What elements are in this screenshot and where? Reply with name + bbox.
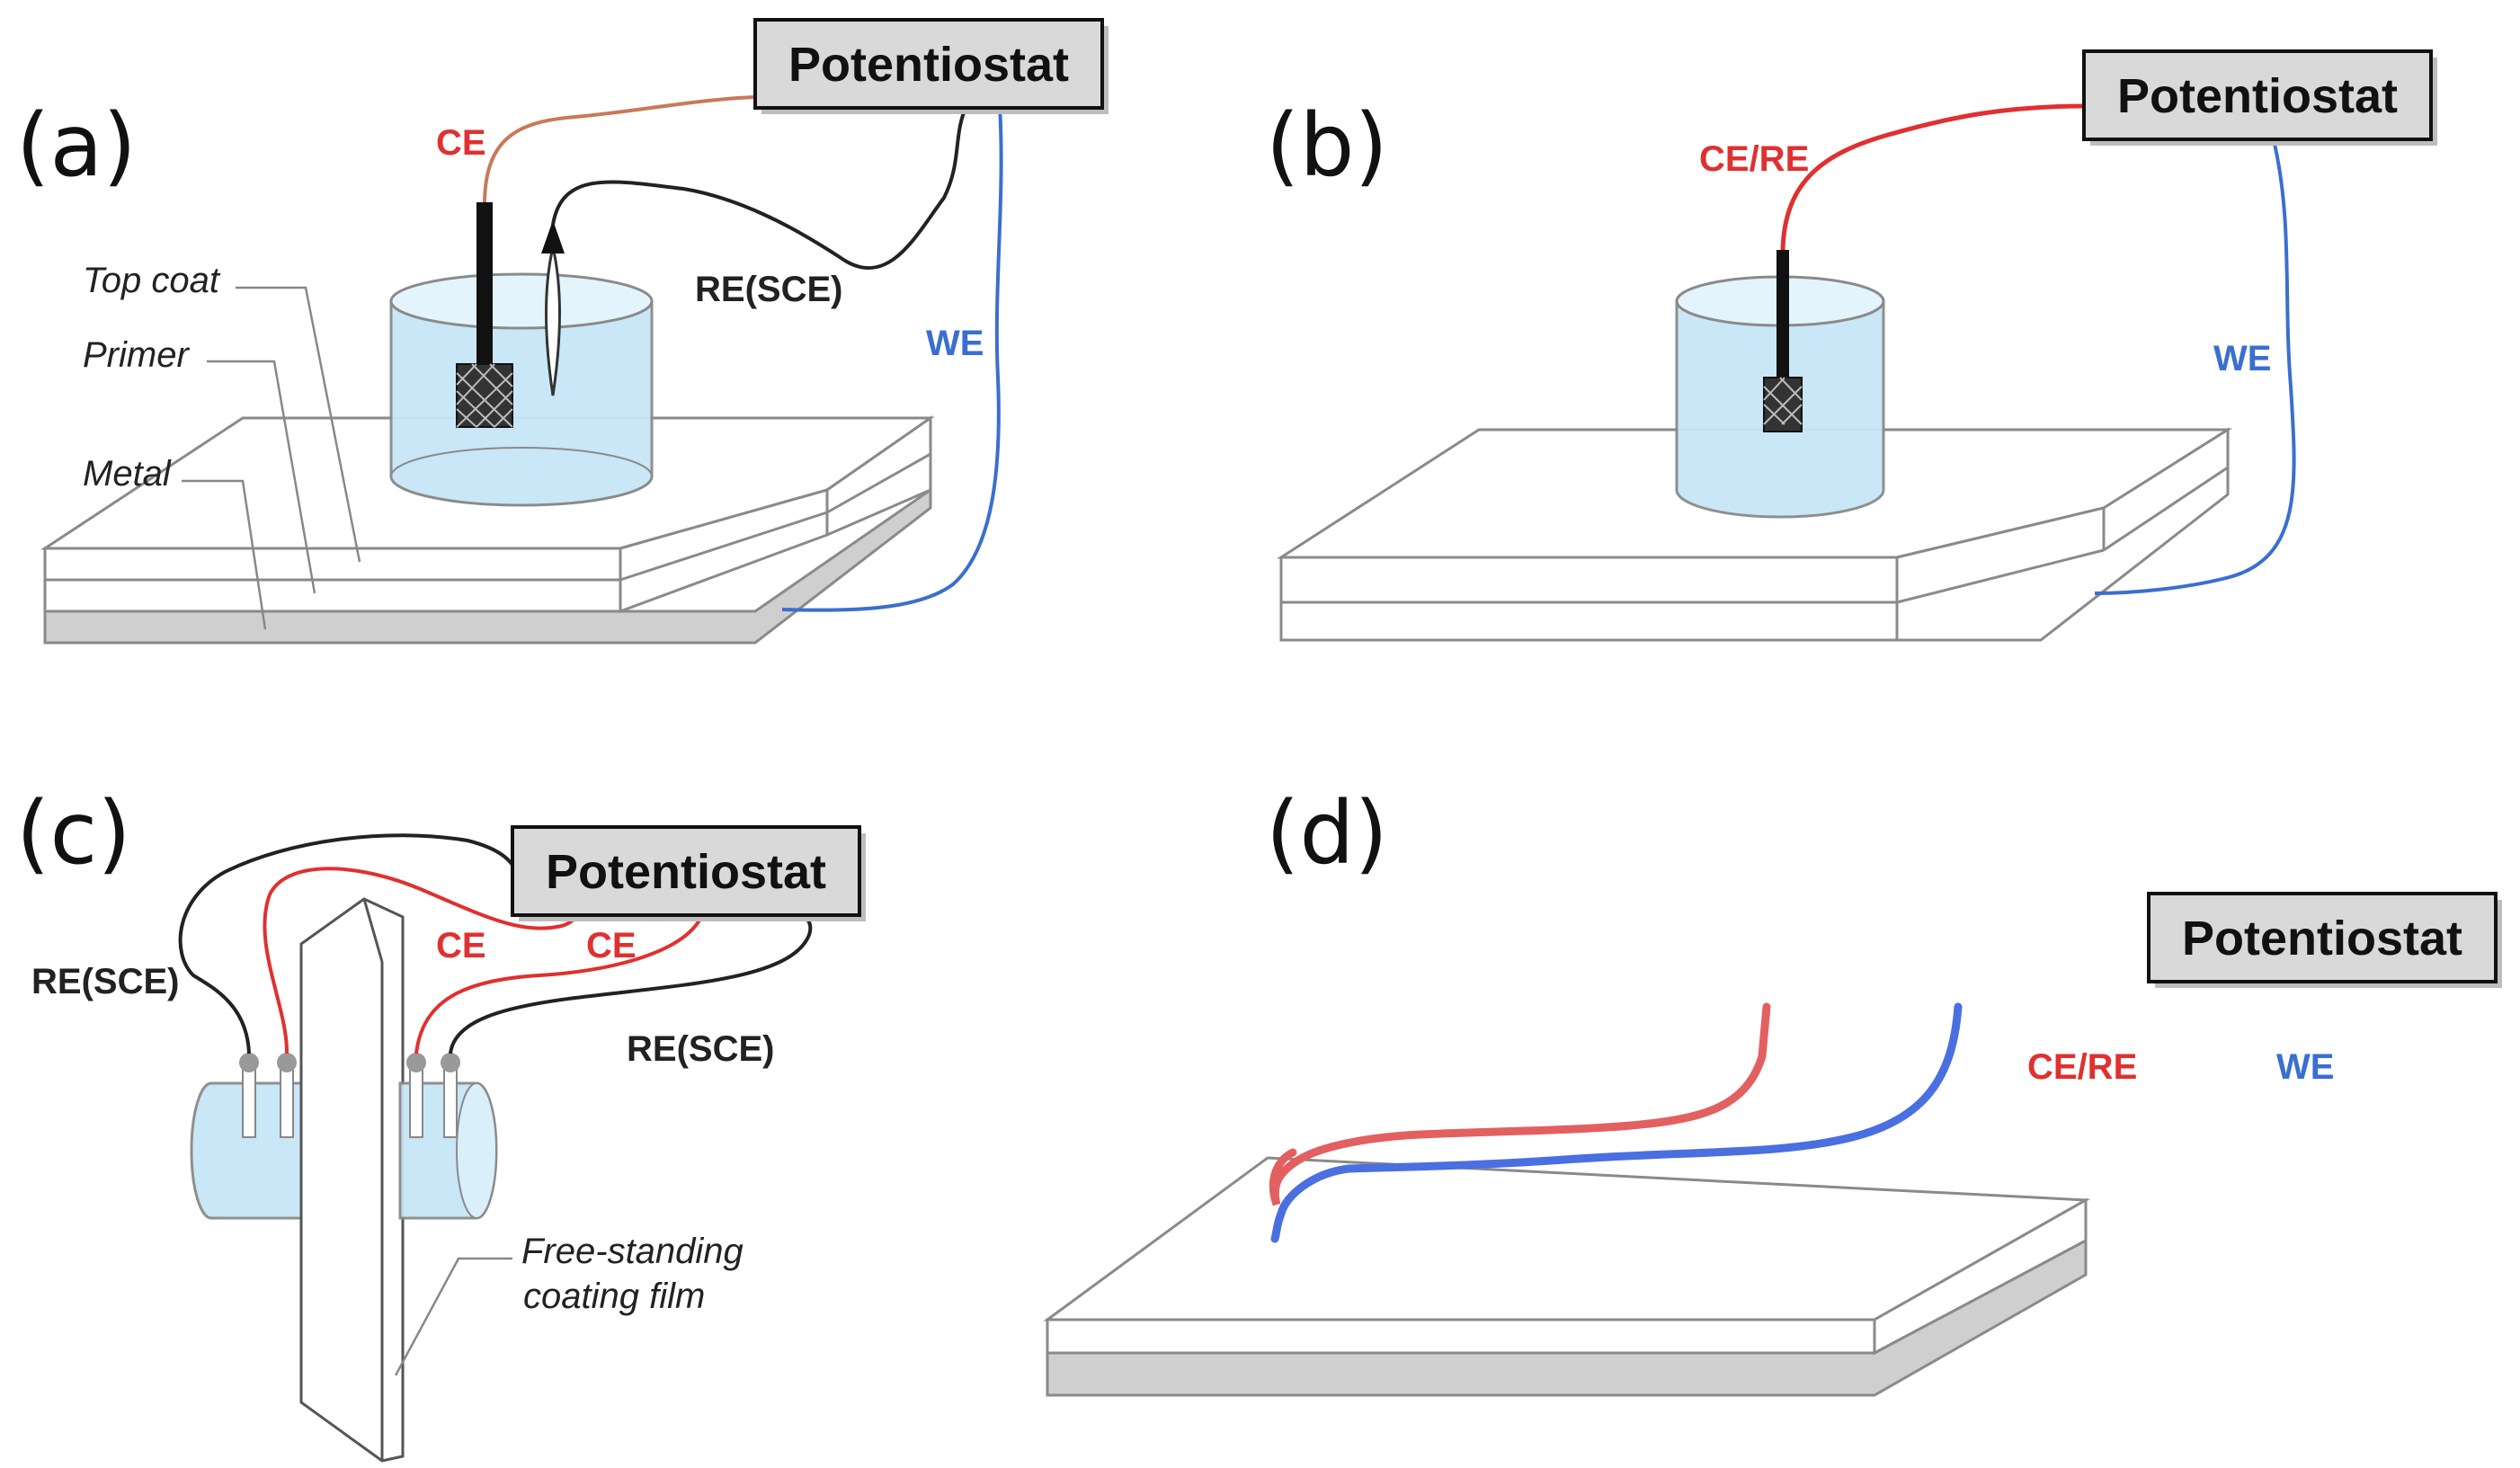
panel-c: (c) [16,783,866,1463]
panel-b-cere-label: CE/RE [1699,139,1809,179]
panel-d-we-wire [1270,1002,1963,1243]
panel-d-coating-layer [1046,1318,1876,1355]
panel-d-potentiostat-label: Potentiostat [2182,912,2462,965]
panel-c-re-right-wire [449,911,813,1054]
panel-a: (a) [16,18,1109,645]
panel-d-cere-label: CE/RE [2027,1047,2137,1087]
panel-c-re-left-label: RE(SCE) [31,962,179,1001]
panel-b-we-wire [2094,143,2296,595]
panel-b-label: (b) [1266,95,1388,196]
panel-a-topcoat-label: Top coat [83,261,221,300]
panel-d-label: (d) [1266,783,1388,884]
panel-c-potentiostat: Potentiostat [511,825,866,921]
panel-b-cere-wire [1780,103,2087,251]
panel-a-coated-slab [40,415,935,645]
panel-c-potentiostat-label: Potentiostat [546,845,826,899]
panel-d-potentiostat: Potentiostat [2147,892,2502,988]
panel-d-cere-wire [1269,1002,1771,1206]
panel-a-ce-label: CE [436,123,486,163]
panel-a-primer-layer [43,578,622,613]
panel-a-slab-edge-2 [825,415,932,538]
panel-c-ce-right-label: CE [586,926,637,965]
panel-a-primer-label: Primer [83,335,190,375]
panel-b-bottom-layer [1279,601,1899,642]
panel-c-ce-left-wire [263,867,577,1054]
panel-a-potentiostat: Potentiostat [753,18,1109,114]
panel-a-counter-electrode [456,202,513,428]
panel-a-potentiostat-label: Potentiostat [788,38,1069,92]
panel-c-re-left-wire [178,833,519,1054]
panel-d-slab-edge [1873,1197,2088,1356]
panel-d: (d) Potentiostat CE/RE WE [1043,783,2502,1397]
panel-a-reference-electrode [541,220,565,396]
panel-b-mid-layer [1279,556,1899,604]
panel-c-ce-left-label: CE [436,926,486,965]
panel-a-re-label: RE(SCE) [695,270,842,309]
panel-b-potentiostat-label: Potentiostat [2117,69,2398,123]
panel-a-ce-wire [483,95,756,203]
panel-a-label: (a) [16,95,137,196]
panel-c-re-right-label: RE(SCE) [627,1029,774,1069]
panel-c-film-label-1: Free-standing [521,1232,744,1271]
panel-a-we-wire [781,105,1003,612]
panel-b-potentiostat: Potentiostat [2082,49,2437,146]
panel-a-we-label: WE [926,324,984,363]
panel-a-electrolyte-cell [389,272,654,507]
panel-a-topcoat-layer [43,547,622,582]
panel-a-re-wire [551,105,968,270]
panel-c-ce-right-wire [414,916,703,1054]
panel-c-film-label-2: coating film [523,1277,705,1316]
panel-b-we-label: WE [2213,339,2271,378]
panel-d-we-label: WE [2276,1047,2334,1087]
panel-d-coated-slab [1043,1156,2091,1397]
panel-b: (b) Potentiostat CE/RE WE [1266,49,2437,642]
panel-c-free-standing-film [299,897,405,1463]
panel-b-ce-re-electrode [1763,250,1803,432]
panel-c-label: (c) [16,783,131,884]
panel-a-metal-label: Metal [83,454,172,494]
panel-c-right-cell [398,1053,498,1220]
